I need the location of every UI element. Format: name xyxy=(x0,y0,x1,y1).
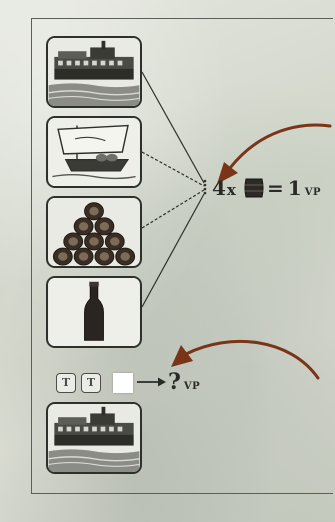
wine-bottle-tile xyxy=(46,276,142,348)
variable-scoring-result: ? VP xyxy=(168,369,200,395)
steamboat-icon xyxy=(48,38,140,106)
victory-points-unit: VP xyxy=(305,187,321,198)
unknown-points: ? xyxy=(168,369,181,395)
equals-sign: = xyxy=(267,176,284,200)
steamboat-tile-bottom xyxy=(46,402,142,474)
barrel-count: 4 xyxy=(212,176,226,200)
sailboat-icon xyxy=(48,118,140,186)
sailboat-tile xyxy=(46,116,142,188)
barrel-scoring-result: = 1 VP xyxy=(267,176,321,200)
connector-line-bottle xyxy=(142,194,204,307)
wine-bottle-icon xyxy=(48,278,140,346)
multiplier-sign: x xyxy=(227,181,236,199)
steamboat-tile-top xyxy=(46,36,142,108)
barrel-scoring-formula: 4 x xyxy=(212,176,236,200)
barrel-icon xyxy=(243,176,265,200)
tile-connector-lines xyxy=(142,72,204,307)
top-curved-arrow xyxy=(230,125,330,168)
barrels-tile xyxy=(46,196,142,268)
bottom-arrow-head xyxy=(171,345,193,367)
victory-points-value: 1 xyxy=(288,176,302,200)
convergence-dots xyxy=(204,180,207,195)
blank-cube xyxy=(113,373,133,393)
formula-arrow-head xyxy=(158,378,166,387)
connector-line-sailboat xyxy=(142,152,204,186)
bottom-curved-arrow xyxy=(186,341,318,378)
token-cube-1: T xyxy=(56,373,76,393)
variable-points-unit: VP xyxy=(184,381,200,392)
token-cube-2: T xyxy=(81,373,101,393)
connector-line-barrels xyxy=(142,190,204,228)
connector-line-steamboat xyxy=(142,72,204,183)
steamboat-icon xyxy=(48,404,140,472)
barrel-pyramid-icon xyxy=(48,198,140,266)
